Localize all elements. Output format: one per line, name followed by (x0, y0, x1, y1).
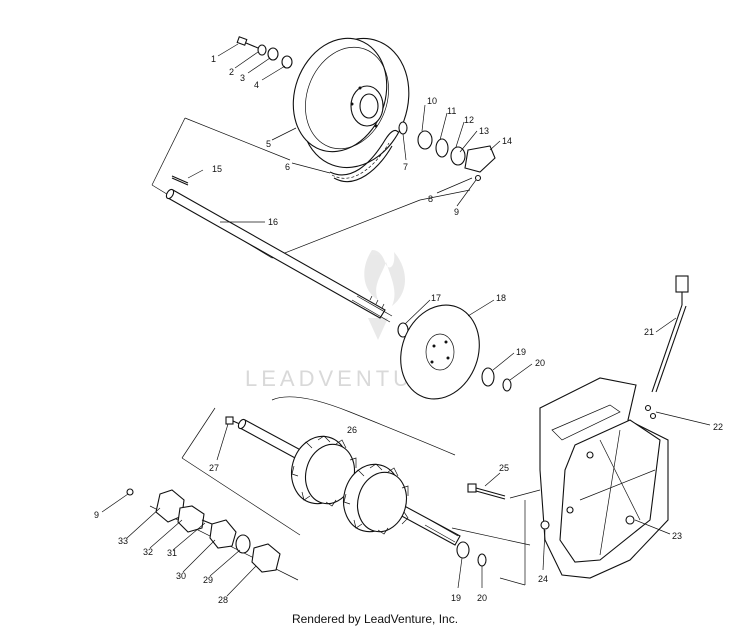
roll-pin-part (171, 175, 189, 184)
washer-part (257, 44, 267, 56)
drive-chain-part (329, 129, 399, 183)
callout-label: 27 (209, 463, 219, 473)
callout-label: 14 (502, 136, 512, 146)
pin-part (201, 519, 213, 525)
callout-label: 5 (266, 139, 271, 149)
snap-ring-part (502, 378, 512, 392)
drive-shaft-part (165, 188, 393, 323)
callout-label: 22 (713, 422, 723, 432)
callout-label: 4 (254, 80, 259, 90)
bearing-flange-part (464, 145, 496, 173)
callout-label: 10 (427, 96, 437, 106)
callout-label: 6 (285, 162, 290, 172)
bolt-part (236, 36, 259, 49)
bearing-flange-part (251, 543, 281, 573)
leader-lines (101, 43, 711, 597)
bearing-flange-part (209, 519, 237, 549)
callout-label: 1 (211, 54, 216, 64)
seal-part (417, 130, 433, 150)
bearing-part (481, 367, 495, 387)
callout-label: 2 (229, 67, 234, 77)
callout-label: 23 (672, 531, 682, 541)
callout-label: 24 (538, 574, 548, 584)
watermark-flame-logo (364, 250, 405, 340)
callout-label: 9 (454, 207, 459, 217)
callout-label: 31 (167, 548, 177, 558)
callout-label: 29 (203, 575, 213, 585)
callout-label: 7 (403, 162, 408, 172)
spacer-part (450, 146, 466, 166)
nut-part (126, 488, 134, 496)
callout-label: 33 (118, 536, 128, 546)
nut-part (474, 174, 482, 182)
nut-part (540, 520, 550, 530)
bearing-part (435, 138, 449, 158)
callout-label: 11 (447, 106, 456, 116)
bearing-part (456, 541, 470, 559)
bolt-part (467, 483, 506, 500)
callout-label: 19 (516, 347, 526, 357)
seal-plate-part (177, 505, 205, 533)
bushing-part (281, 55, 293, 69)
callout-label: 20 (535, 358, 545, 368)
callout-label: 21 (644, 327, 654, 337)
callout-label: 15 (212, 164, 222, 174)
dipstick-part (651, 275, 689, 393)
drive-pulley-part (292, 37, 410, 169)
footer-credit: Rendered by LeadVenture, Inc. (291, 612, 459, 626)
callout-label: 12 (464, 115, 474, 125)
o-ring-part (644, 404, 652, 412)
callout-label: 16 (268, 217, 278, 227)
callout-label: 32 (143, 547, 153, 557)
brake-disc-part (400, 304, 480, 400)
callout-label: 18 (496, 293, 506, 303)
chaincase-housing-part (539, 377, 669, 579)
washer-part (267, 47, 279, 61)
callout-label: 3 (240, 73, 245, 83)
callout-label: 17 (431, 293, 441, 303)
callout-label: 19 (451, 593, 461, 603)
callout-label: 26 (347, 425, 357, 435)
bearing-part (235, 534, 251, 554)
o-ring-part (649, 412, 657, 420)
callout-label: 30 (176, 571, 186, 581)
callout-label: 25 (499, 463, 509, 473)
callout-label: 28 (218, 595, 228, 605)
track-sprocket-part (291, 435, 357, 507)
callout-labels: 1 2 3 4 5 6 7 8 9 10 11 12 13 14 15 16 1… (94, 54, 723, 605)
callout-label: 20 (477, 593, 487, 603)
callout-label: 13 (479, 126, 489, 136)
snap-ring-part (477, 553, 487, 567)
snap-ring-part (398, 121, 408, 135)
callout-label: 9 (94, 510, 99, 520)
callout-label: 8 (428, 194, 433, 204)
track-sprocket-part (343, 463, 409, 535)
